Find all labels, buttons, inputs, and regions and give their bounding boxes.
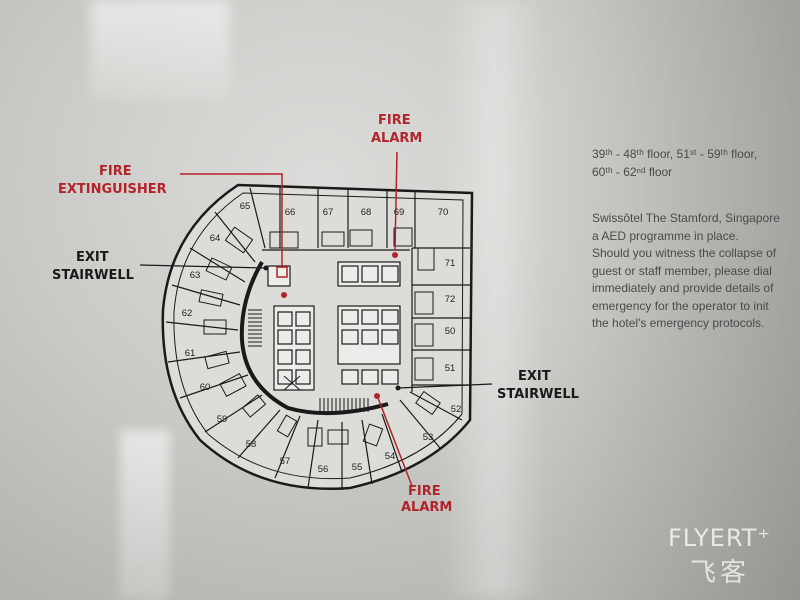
room-fixtures bbox=[198, 226, 441, 447]
exit-marker bbox=[263, 265, 269, 271]
floors-line: 39ᵗʰ - 48ᵗʰ floor, 51ˢᵗ - 59ᵗʰ floor, bbox=[592, 147, 758, 161]
info-line: Should you witness the collapse of bbox=[592, 246, 777, 260]
extinguisher-marker bbox=[276, 266, 288, 278]
watermark-text: 飞客 bbox=[690, 558, 751, 588]
room-number: 69 bbox=[394, 207, 405, 218]
room-number: 61 bbox=[185, 348, 196, 359]
room-number: 72 bbox=[445, 294, 456, 305]
core-elevators bbox=[267, 261, 401, 391]
aed-info: Swissôtel The Stamford, Singapore a AED … bbox=[592, 210, 800, 333]
exit-stairwell-label: STAIRWELL bbox=[52, 268, 134, 283]
alarm-marker bbox=[374, 393, 380, 399]
room-number: 68 bbox=[361, 207, 372, 218]
exit-stairwell-label: EXIT bbox=[518, 369, 551, 384]
room-number: 67 bbox=[323, 207, 334, 218]
fire-alarm-label: ALARM bbox=[401, 500, 452, 515]
fire-alarm-label: FIRE bbox=[408, 484, 441, 499]
info-line: guest or staff member, please dial bbox=[592, 263, 772, 278]
alarm-marker bbox=[392, 252, 398, 258]
watermark-text: FLYERT⁺ bbox=[668, 524, 772, 552]
room-number: 57 bbox=[280, 456, 291, 467]
building-inner-outline bbox=[173, 192, 464, 480]
exit-stairwell-label: STAIRWELL bbox=[497, 387, 579, 402]
fire-alarm-label: FIRE bbox=[378, 113, 411, 128]
room-number: 59 bbox=[217, 414, 228, 425]
room-number: 52 bbox=[451, 404, 462, 415]
fire-alarm-label: ALARM bbox=[371, 131, 422, 146]
fire-extinguisher-label: FIRE bbox=[99, 164, 132, 179]
room-number: 58 bbox=[246, 439, 257, 450]
info-line: a AED programme in place. bbox=[592, 228, 739, 243]
info-line: the hotel's emergency protocols. bbox=[592, 316, 765, 330]
room-number: 51 bbox=[445, 363, 456, 374]
room-number: 63 bbox=[190, 270, 201, 281]
info-line: emergency for the operator to init bbox=[592, 298, 769, 313]
room-number: 71 bbox=[445, 258, 456, 269]
floors-info: 39ᵗʰ - 48ᵗʰ floor, 51ˢᵗ - 59ᵗʰ floor, 60… bbox=[592, 146, 800, 181]
stair-hatch bbox=[319, 398, 369, 412]
room-number: 50 bbox=[445, 326, 456, 337]
room-number: 70 bbox=[438, 207, 449, 218]
room-number: 56 bbox=[318, 464, 329, 475]
fire-leader-lines bbox=[180, 151, 413, 487]
alarm-marker bbox=[281, 292, 287, 298]
info-line: immediately and provide details of bbox=[592, 281, 774, 295]
info-line: Swissôtel The Stamford, Singapore bbox=[592, 211, 780, 225]
room-number: 55 bbox=[352, 462, 363, 473]
room-number: 65 bbox=[240, 201, 251, 212]
room-number: 64 bbox=[210, 233, 221, 244]
exit-leader-lines bbox=[139, 264, 493, 389]
floors-line: 60ᵗʰ - 62ⁿᵈ floor bbox=[592, 164, 673, 179]
room-number: 53 bbox=[423, 432, 434, 443]
building-outline bbox=[161, 183, 474, 490]
corridor-wall bbox=[239, 260, 389, 416]
room-numbers: 50 51 52 53 54 55 56 57 58 59 60 61 62 6… bbox=[182, 201, 462, 475]
room-number: 60 bbox=[200, 382, 211, 393]
room-number: 66 bbox=[285, 207, 296, 218]
fire-extinguisher-label: EXTINGUISHER bbox=[58, 182, 167, 197]
room-number: 54 bbox=[385, 451, 396, 462]
exit-marker bbox=[395, 385, 401, 391]
exit-stairwell-label: EXIT bbox=[76, 250, 109, 265]
stair-hatch bbox=[248, 309, 262, 347]
room-number: 62 bbox=[182, 308, 193, 319]
